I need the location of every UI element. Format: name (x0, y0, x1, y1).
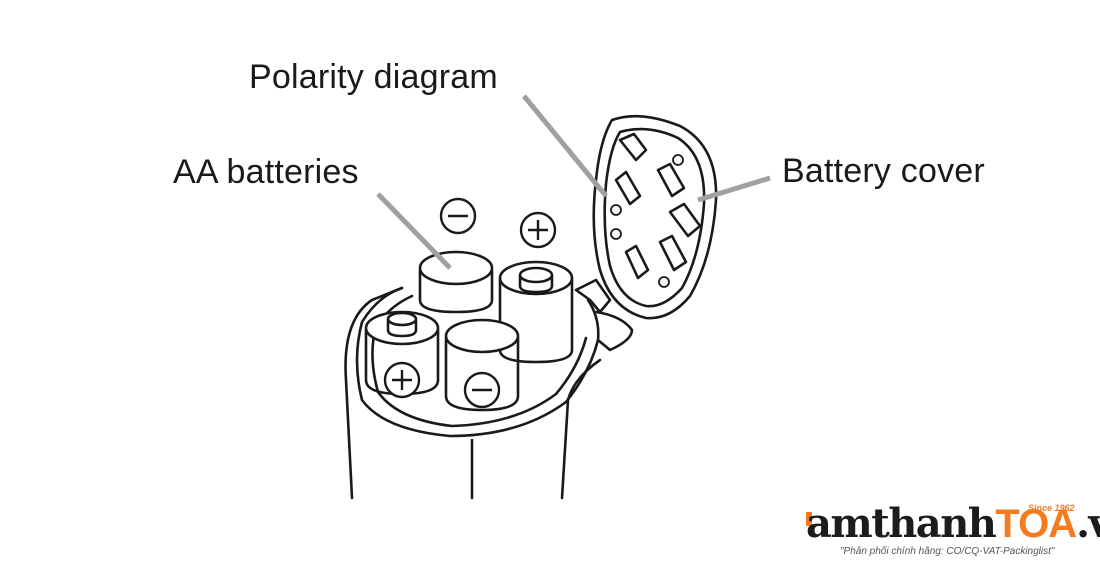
plus-symbol-bottom (383, 361, 421, 399)
device-body-left-edge (344, 286, 404, 500)
cover-contact-1 (618, 132, 648, 162)
cover-polarity-mark-1 (672, 154, 684, 166)
cover-hinge-arm (594, 310, 634, 352)
cover-polarity-mark-4 (658, 276, 670, 288)
label-aa-batteries: AA batteries (173, 153, 359, 191)
logo-since: Since 1962 (1028, 503, 1075, 513)
minus-symbol-top (439, 197, 477, 235)
battery-cover (592, 114, 718, 320)
logo-accent-mark (806, 512, 812, 526)
amthanhtoa-logo[interactable]: amthanhTOA.vn Since 1962 "Phân phối chín… (806, 500, 1100, 570)
cover-polarity-mark-3 (610, 228, 622, 240)
leader-polarity-diagram (522, 94, 608, 198)
logo-prefix: amthanh (806, 500, 997, 547)
cover-contact-6 (658, 234, 688, 272)
battery-front-right (444, 318, 520, 412)
label-battery-cover: Battery cover (782, 152, 985, 190)
minus-symbol-bottom (463, 371, 501, 409)
battery-back-right (498, 260, 574, 364)
plus-symbol-top (519, 211, 557, 249)
logo-suffix: .vn (1076, 500, 1100, 547)
label-polarity-diagram: Polarity diagram (249, 58, 498, 96)
compartment-rim (355, 286, 600, 438)
cover-contact-2 (614, 170, 642, 206)
cover-hinge (574, 278, 612, 314)
cover-contact-3 (656, 162, 686, 198)
battery-back-left (418, 250, 494, 314)
leader-aa-batteries (376, 192, 452, 270)
battery-cover-inner (603, 127, 706, 308)
cover-polarity-mark-2 (610, 204, 622, 216)
leader-battery-cover (697, 175, 771, 203)
cover-contact-5 (624, 244, 650, 280)
logo-wordmark: amthanhTOA.vn (806, 500, 1100, 547)
logo-tagline: "Phân phối chính hãng: CO/CQ-VAT-Packing… (840, 546, 1055, 557)
logo-brand: TOA (995, 502, 1077, 546)
cover-contact-4 (668, 202, 702, 238)
